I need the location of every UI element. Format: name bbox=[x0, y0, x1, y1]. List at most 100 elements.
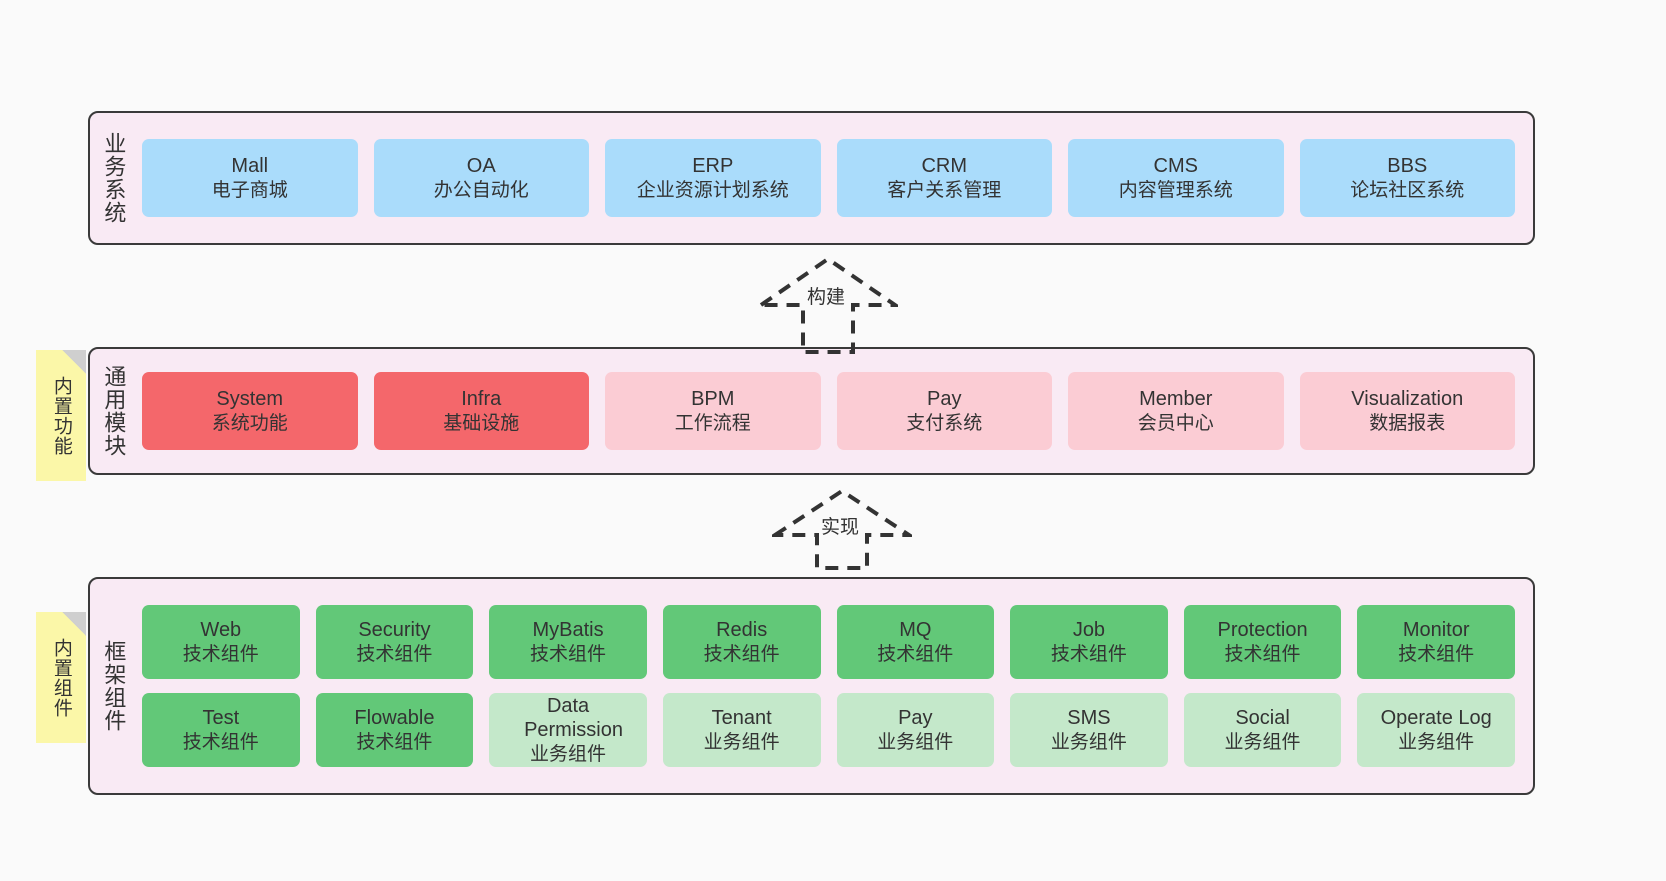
node-subtitle: 业务组件 bbox=[703, 731, 780, 753]
layer-title-common-modules: 通用模块 bbox=[101, 365, 127, 457]
node-subtitle: 论坛社区系统 bbox=[1350, 179, 1465, 201]
node-title: CRM bbox=[921, 155, 968, 178]
node-subtitle: 技术组件 bbox=[703, 643, 780, 665]
implement-arrow-icon bbox=[768, 488, 916, 570]
layer-row: Mall 电子商城 OA 办公自动化 ERP 企业资源计划系统 CRM 客户关系… bbox=[142, 139, 1515, 217]
node-title: Job bbox=[1072, 619, 1106, 642]
node-protection[interactable]: Protection 技术组件 bbox=[1183, 605, 1342, 679]
node-mq[interactable]: MQ 技术组件 bbox=[836, 605, 995, 679]
node-visualization[interactable]: Visualization 数据报表 bbox=[1299, 372, 1515, 450]
node-title: BBS bbox=[1387, 155, 1428, 178]
node-erp[interactable]: ERP 企业资源计划系统 bbox=[605, 139, 821, 217]
node-pay-component[interactable]: Pay 业务组件 bbox=[836, 693, 995, 767]
node-subtitle: 电子商城 bbox=[211, 179, 288, 201]
node-title: Social bbox=[1235, 707, 1290, 730]
node-title: CMS bbox=[1153, 155, 1198, 178]
layer-row: Test 技术组件 Flowable 技术组件 Data Permission … bbox=[142, 693, 1515, 767]
node-subtitle: 基础设施 bbox=[443, 412, 520, 434]
node-infra[interactable]: Infra 基础设施 bbox=[373, 372, 589, 450]
node-subtitle: 技术组件 bbox=[1050, 643, 1127, 665]
build-arrow-icon bbox=[754, 256, 902, 354]
node-crm[interactable]: CRM 客户关系管理 bbox=[836, 139, 1052, 217]
node-subtitle: 业务组件 bbox=[877, 731, 954, 753]
node-tenant[interactable]: Tenant 业务组件 bbox=[662, 693, 821, 767]
layer-business-systems[interactable]: 业务系统 Mall 电子商城 OA 办公自动化 ERP 企业资源计划系统 CRM… bbox=[88, 111, 1535, 245]
node-mybatis[interactable]: MyBatis 技术组件 bbox=[489, 605, 647, 679]
node-title: MyBatis bbox=[532, 619, 604, 642]
node-subtitle: 技术组件 bbox=[877, 643, 954, 665]
node-title: Flowable bbox=[354, 707, 435, 730]
node-bbs[interactable]: BBS 论坛社区系统 bbox=[1299, 139, 1515, 217]
node-data-permission[interactable]: Data Permission 业务组件 bbox=[489, 693, 647, 767]
node-web[interactable]: Web 技术组件 bbox=[142, 605, 300, 679]
node-subtitle: 技术组件 bbox=[182, 731, 259, 753]
node-title: Pay bbox=[898, 707, 933, 730]
layer-body-framework-components: Web 技术组件 Security 技术组件 MyBatis 技术组件 Redi… bbox=[136, 579, 1533, 793]
node-subtitle: 会员中心 bbox=[1137, 412, 1214, 434]
node-title: Security bbox=[358, 619, 431, 642]
node-subtitle: 业务组件 bbox=[1398, 731, 1475, 753]
layer-title-framework-components: 框架组件 bbox=[101, 640, 127, 732]
connector-implement-label: 实现 bbox=[820, 512, 861, 539]
node-title: Operate Log bbox=[1380, 707, 1492, 730]
node-subtitle: 业务组件 bbox=[1224, 731, 1301, 753]
node-subtitle: 系统功能 bbox=[211, 412, 288, 434]
node-title: Tenant bbox=[711, 707, 772, 730]
node-title: SMS bbox=[1067, 707, 1111, 730]
node-security[interactable]: Security 技术组件 bbox=[315, 605, 474, 679]
connector-build: 构建 bbox=[754, 255, 902, 355]
node-subtitle: 办公自动化 bbox=[433, 179, 529, 201]
node-monitor[interactable]: Monitor 技术组件 bbox=[1357, 605, 1515, 679]
node-cms[interactable]: CMS 内容管理系统 bbox=[1068, 139, 1284, 217]
note-text: 内置功能 bbox=[50, 375, 72, 456]
node-member[interactable]: Member 会员中心 bbox=[1068, 372, 1284, 450]
node-title: System bbox=[216, 388, 284, 411]
layer-row: System 系统功能 Infra 基础设施 BPM 工作流程 Pay 支付系统… bbox=[142, 372, 1515, 450]
node-job[interactable]: Job 技术组件 bbox=[1010, 605, 1168, 679]
node-title: Member bbox=[1139, 388, 1213, 411]
note-builtin-features: 内置功能 bbox=[36, 350, 86, 481]
node-title: OA bbox=[466, 155, 496, 178]
node-subtitle: 技术组件 bbox=[356, 643, 433, 665]
node-title: Pay bbox=[927, 388, 962, 411]
node-mall[interactable]: Mall 电子商城 bbox=[142, 139, 358, 217]
node-pay-module[interactable]: Pay 支付系统 bbox=[836, 372, 1052, 450]
layer-title-business-systems: 业务系统 bbox=[101, 132, 127, 224]
node-bpm[interactable]: BPM 工作流程 bbox=[605, 372, 821, 450]
node-redis[interactable]: Redis 技术组件 bbox=[662, 605, 821, 679]
note-fold-icon bbox=[62, 350, 86, 374]
node-subtitle: 技术组件 bbox=[1224, 643, 1301, 665]
node-operate-log[interactable]: Operate Log 业务组件 bbox=[1357, 693, 1515, 767]
node-test[interactable]: Test 技术组件 bbox=[142, 693, 300, 767]
node-subtitle: 企业资源计划系统 bbox=[636, 179, 789, 201]
node-subtitle: 技术组件 bbox=[356, 731, 433, 753]
node-subtitle: 技术组件 bbox=[182, 643, 259, 665]
node-subtitle: 内容管理系统 bbox=[1118, 179, 1233, 201]
node-subtitle: 工作流程 bbox=[674, 412, 751, 434]
node-sms[interactable]: SMS 业务组件 bbox=[1010, 693, 1168, 767]
node-subtitle: 技术组件 bbox=[1398, 643, 1475, 665]
node-title: Test bbox=[202, 707, 240, 730]
node-title: Infra bbox=[461, 388, 502, 411]
node-subtitle: 客户关系管理 bbox=[887, 179, 1002, 201]
node-social[interactable]: Social 业务组件 bbox=[1183, 693, 1342, 767]
node-subtitle: 业务组件 bbox=[530, 743, 607, 765]
node-subtitle: 技术组件 bbox=[530, 643, 607, 665]
node-title: Mall bbox=[231, 155, 269, 178]
node-subtitle: 支付系统 bbox=[906, 412, 983, 434]
layer-framework-components[interactable]: 框架组件 Web 技术组件 Security 技术组件 MyBatis 技术组件… bbox=[88, 577, 1535, 795]
node-title: Web bbox=[200, 619, 242, 642]
node-oa[interactable]: OA 办公自动化 bbox=[373, 139, 589, 217]
node-system[interactable]: System 系统功能 bbox=[142, 372, 358, 450]
layer-common-modules[interactable]: 通用模块 System 系统功能 Infra 基础设施 BPM 工作流程 Pay… bbox=[88, 347, 1535, 475]
node-title: MQ bbox=[899, 619, 932, 642]
node-title: Protection bbox=[1217, 619, 1308, 642]
node-flowable[interactable]: Flowable 技术组件 bbox=[315, 693, 474, 767]
node-title: Monitor bbox=[1402, 619, 1470, 642]
layer-body-business-systems: Mall 电子商城 OA 办公自动化 ERP 企业资源计划系统 CRM 客户关系… bbox=[136, 113, 1533, 243]
note-text: 内置组件 bbox=[50, 637, 72, 718]
node-title: Visualization bbox=[1351, 388, 1464, 411]
node-title: ERP bbox=[692, 155, 734, 178]
layer-row: Web 技术组件 Security 技术组件 MyBatis 技术组件 Redi… bbox=[142, 605, 1515, 679]
